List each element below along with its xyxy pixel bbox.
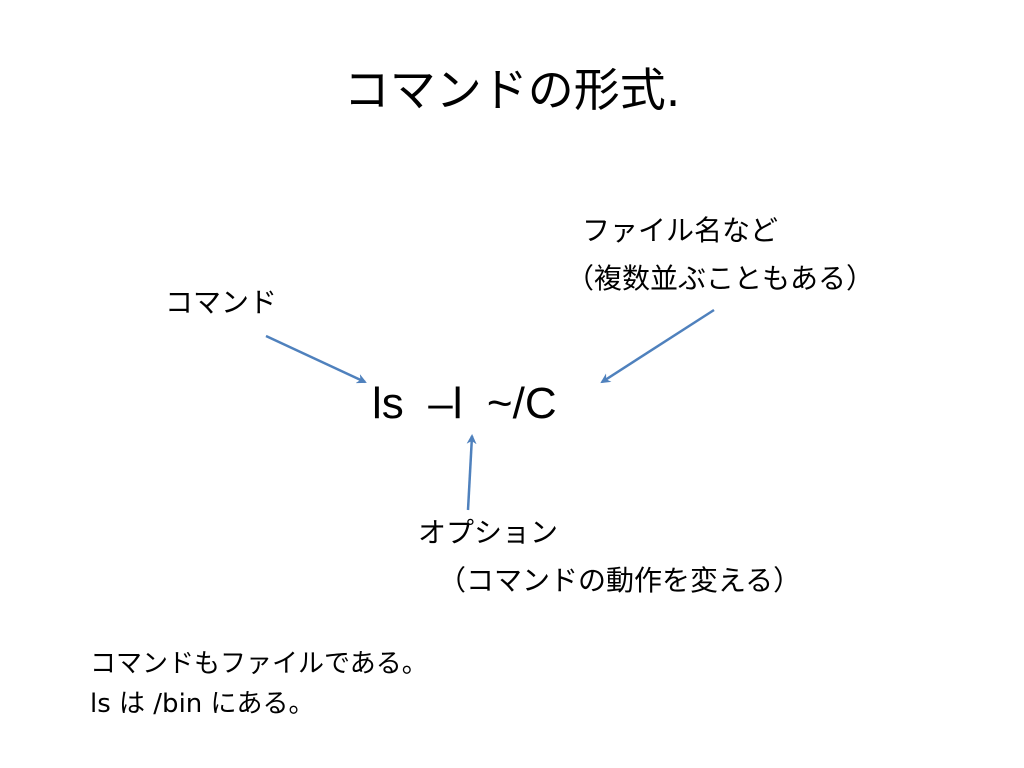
option-arrow xyxy=(466,434,477,511)
command-arrow xyxy=(265,334,367,384)
note-line-2: ls は /bin にある。 xyxy=(90,689,315,719)
example-command: ls –l ~/C xyxy=(372,379,557,428)
slide-title: コマンドの形式. xyxy=(343,63,681,117)
command-label: コマンド xyxy=(165,286,278,319)
filename-arrow xyxy=(600,308,715,384)
filename-label-line1: ファイル名など xyxy=(582,214,779,247)
option-label-line1: オプション xyxy=(418,516,559,549)
notes: コマンドもファイルである。 ls は /bin にある。 xyxy=(90,644,428,724)
filename-label-line2: （複数並ぶこともある） xyxy=(566,262,875,295)
note-line-1: コマンドもファイルである。 xyxy=(90,649,428,679)
option-label-line2: （コマンドの動作を変える） xyxy=(438,564,802,597)
